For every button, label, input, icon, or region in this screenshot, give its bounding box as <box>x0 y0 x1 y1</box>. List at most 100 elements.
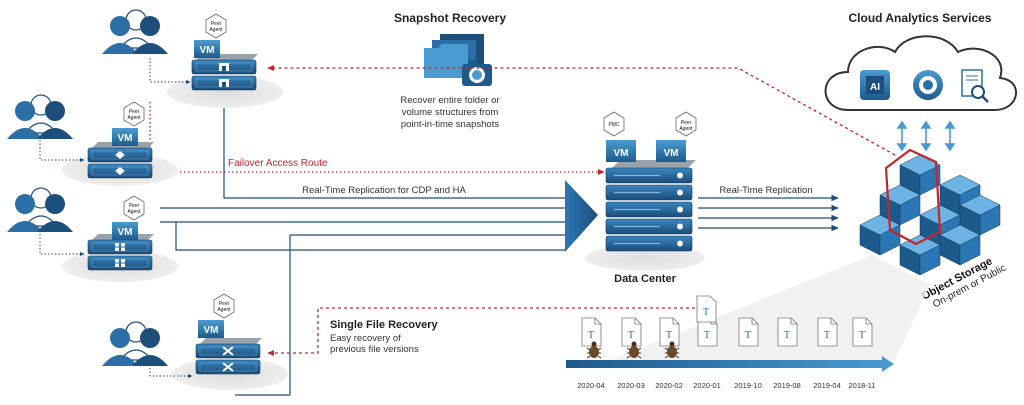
data-center-label: Data Center <box>614 273 676 285</box>
timeline-items: T2020-04T2020-03T2020-02T2020-01T2019-10… <box>577 317 876 390</box>
object-storage-cubes <box>859 148 1001 276</box>
malware-bug-icon <box>586 341 602 359</box>
cdp-label: Real-Time Replication for CDP and HA <box>302 185 466 196</box>
timeline-beam <box>612 255 930 360</box>
svg-text:Agent: Agent <box>127 115 141 121</box>
svg-text:Agent: Agent <box>127 209 141 215</box>
user-group-icon <box>102 9 168 54</box>
vm-icon: VM <box>112 128 138 146</box>
user-group-icon <box>7 94 73 139</box>
snapshot-desc-1: Recover entire folder or <box>400 95 499 106</box>
file-version-icon: T <box>581 317 602 347</box>
svg-text:Agent: Agent <box>209 27 223 33</box>
ai-chip-icon: AI <box>860 70 890 100</box>
data-center-rack <box>605 160 696 252</box>
server-icon <box>191 54 258 91</box>
datacenter-replication-lines <box>698 194 839 232</box>
folder-stack-icon <box>424 34 484 78</box>
file-version-icon: T <box>621 317 642 347</box>
svg-text:Agent: Agent <box>217 307 231 313</box>
svg-text:T: T <box>703 307 709 318</box>
svg-text:T: T <box>745 329 752 341</box>
cdp-replication-lines <box>160 102 565 396</box>
user-access-line <box>149 58 191 84</box>
svg-text:Peer: Peer <box>211 21 222 27</box>
timeline-version-item: T 2019-08 <box>773 317 801 390</box>
file-version-icon: T <box>697 317 718 347</box>
timeline-arrow <box>566 356 894 372</box>
server-icon <box>195 338 262 375</box>
failover-route-line <box>149 102 605 176</box>
snapshot-title: Snapshot Recovery <box>394 11 506 25</box>
single-file-route-line <box>267 307 695 357</box>
restored-file-icon: T <box>696 295 717 323</box>
svg-text:Peer: Peer <box>219 301 230 307</box>
pmc-vm: VM PMC <box>603 111 636 162</box>
user-access-line <box>39 234 85 256</box>
svg-text:VM: VM <box>614 148 629 159</box>
svg-text:T: T <box>666 329 673 341</box>
sites-group: VMPeerAgentVMPeerAgentVMPeerAgentVMPeerA… <box>7 9 288 390</box>
failover-label: Failover Access Route <box>228 158 328 169</box>
svg-text:T: T <box>628 329 635 341</box>
timeline-date-label: 2020-03 <box>617 381 645 390</box>
cloud-title: Cloud Analytics Services <box>849 11 992 25</box>
version-timeline: T2020-04T2020-03T2020-02T2020-01T2019-10… <box>566 295 894 390</box>
timeline-date-label: 2019-10 <box>734 381 762 390</box>
svg-text:T: T <box>784 329 791 341</box>
document-search-icon <box>961 69 989 103</box>
svg-text:T: T <box>824 329 831 341</box>
vm-label: VM <box>204 325 219 336</box>
svg-text:VM: VM <box>664 148 679 159</box>
vm-icon: VM <box>198 320 224 338</box>
timeline-version-item: T 2018-11 <box>849 317 876 390</box>
timeline-version-item: T 2020-03 <box>617 317 645 390</box>
timeline-date-label: 2019-08 <box>773 381 801 390</box>
snapshot-recovery-group: Snapshot Recovery Recover entire folder … <box>394 11 506 130</box>
timeline-version-item: T 2019-10 <box>734 317 762 390</box>
file-version-icon: T <box>852 317 873 347</box>
cloud-analytics-group: Cloud Analytics Services AI <box>824 11 1018 152</box>
snapshot-desc-3: point-in-time snapshots <box>401 119 499 130</box>
timeline-version-item: T 2019-04 <box>813 317 841 390</box>
svg-text:Peer: Peer <box>129 203 140 209</box>
vm-label: VM <box>118 227 133 238</box>
single-file-desc-2: previous file versions <box>330 344 419 355</box>
user-group-icon <box>102 321 168 366</box>
vm-icon: VM <box>194 40 220 58</box>
svg-text:Peer: Peer <box>681 120 692 126</box>
vm-label: VM <box>200 45 215 56</box>
svg-text:Peer: Peer <box>129 109 140 115</box>
timeline-date-label: 2018-11 <box>849 381 876 390</box>
file-version-icon: T <box>738 317 759 347</box>
snapshot-route-line <box>267 64 896 156</box>
timeline-date-label: 2020-01 <box>693 381 721 390</box>
highlighted-object <box>884 148 942 246</box>
snapshot-desc-2: volume structures from <box>402 107 499 118</box>
single-file-title: Single File Recovery <box>330 319 438 331</box>
svg-text:T: T <box>588 329 595 341</box>
replication-funnel <box>565 180 598 252</box>
file-version-icon: T <box>817 317 838 347</box>
svg-text:T: T <box>859 329 866 341</box>
svg-text:T: T <box>704 329 711 341</box>
single-file-recovery-group: Single File Recovery Easy recovery of pr… <box>330 319 438 355</box>
timeline-date-label: 2019-04 <box>813 381 841 390</box>
file-version-icon: T <box>659 317 680 347</box>
replication-label: Real-Time Replication <box>719 185 812 196</box>
camera-icon <box>462 60 492 86</box>
timeline-version-item: T 2020-01 <box>693 317 721 390</box>
user-group-icon <box>7 187 73 232</box>
